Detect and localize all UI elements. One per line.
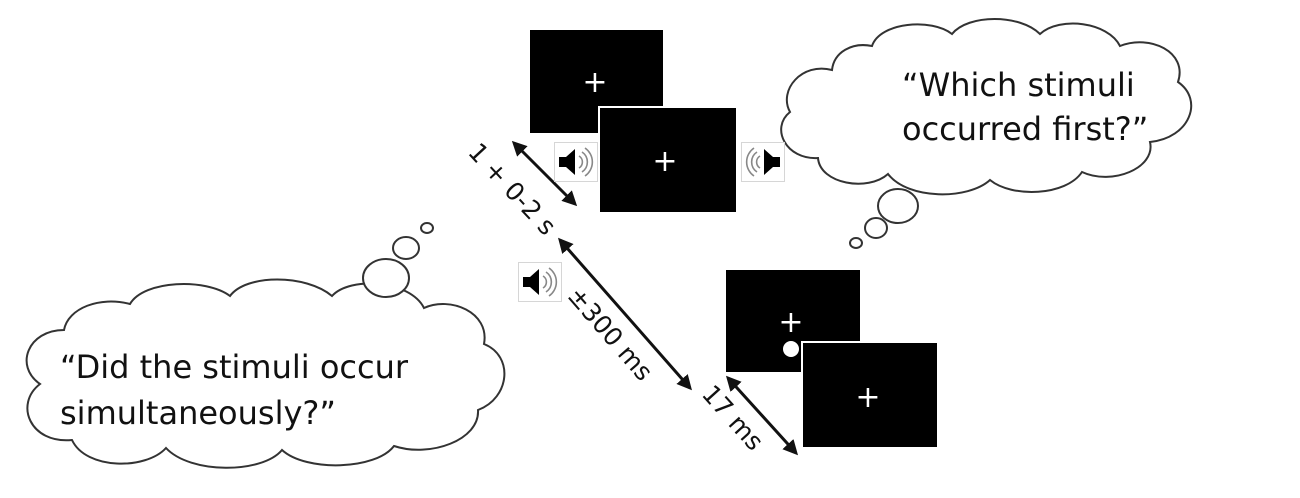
sj-question-line1: “Did the stimuli occur — [60, 348, 409, 386]
fixation-screen-front: + — [598, 106, 738, 214]
toj-thought-cloud — [780, 18, 1193, 249]
fixation-screen-back: + — [528, 28, 665, 135]
fixation-cross: + — [855, 380, 881, 415]
sj-question-line2: simultaneously?” — [60, 394, 336, 432]
flash-duration-arrow — [725, 375, 799, 456]
speaker-icon — [554, 142, 598, 182]
fixation-screen-final: + — [801, 341, 939, 449]
speaker-icon — [518, 262, 562, 302]
toj-question-line1: “Which stimuli — [902, 66, 1135, 104]
speaker-icon — [741, 142, 785, 182]
soa-arrow — [558, 237, 692, 391]
sj-thought-cloud — [25, 222, 506, 469]
iti-arrow — [511, 140, 578, 207]
flash-dot-icon — [783, 341, 799, 357]
fixation-cross: + — [778, 305, 804, 340]
fixation-cross: + — [582, 65, 608, 100]
fixation-cross: + — [652, 144, 678, 179]
toj-question-line2: occurred first?” — [902, 110, 1149, 148]
